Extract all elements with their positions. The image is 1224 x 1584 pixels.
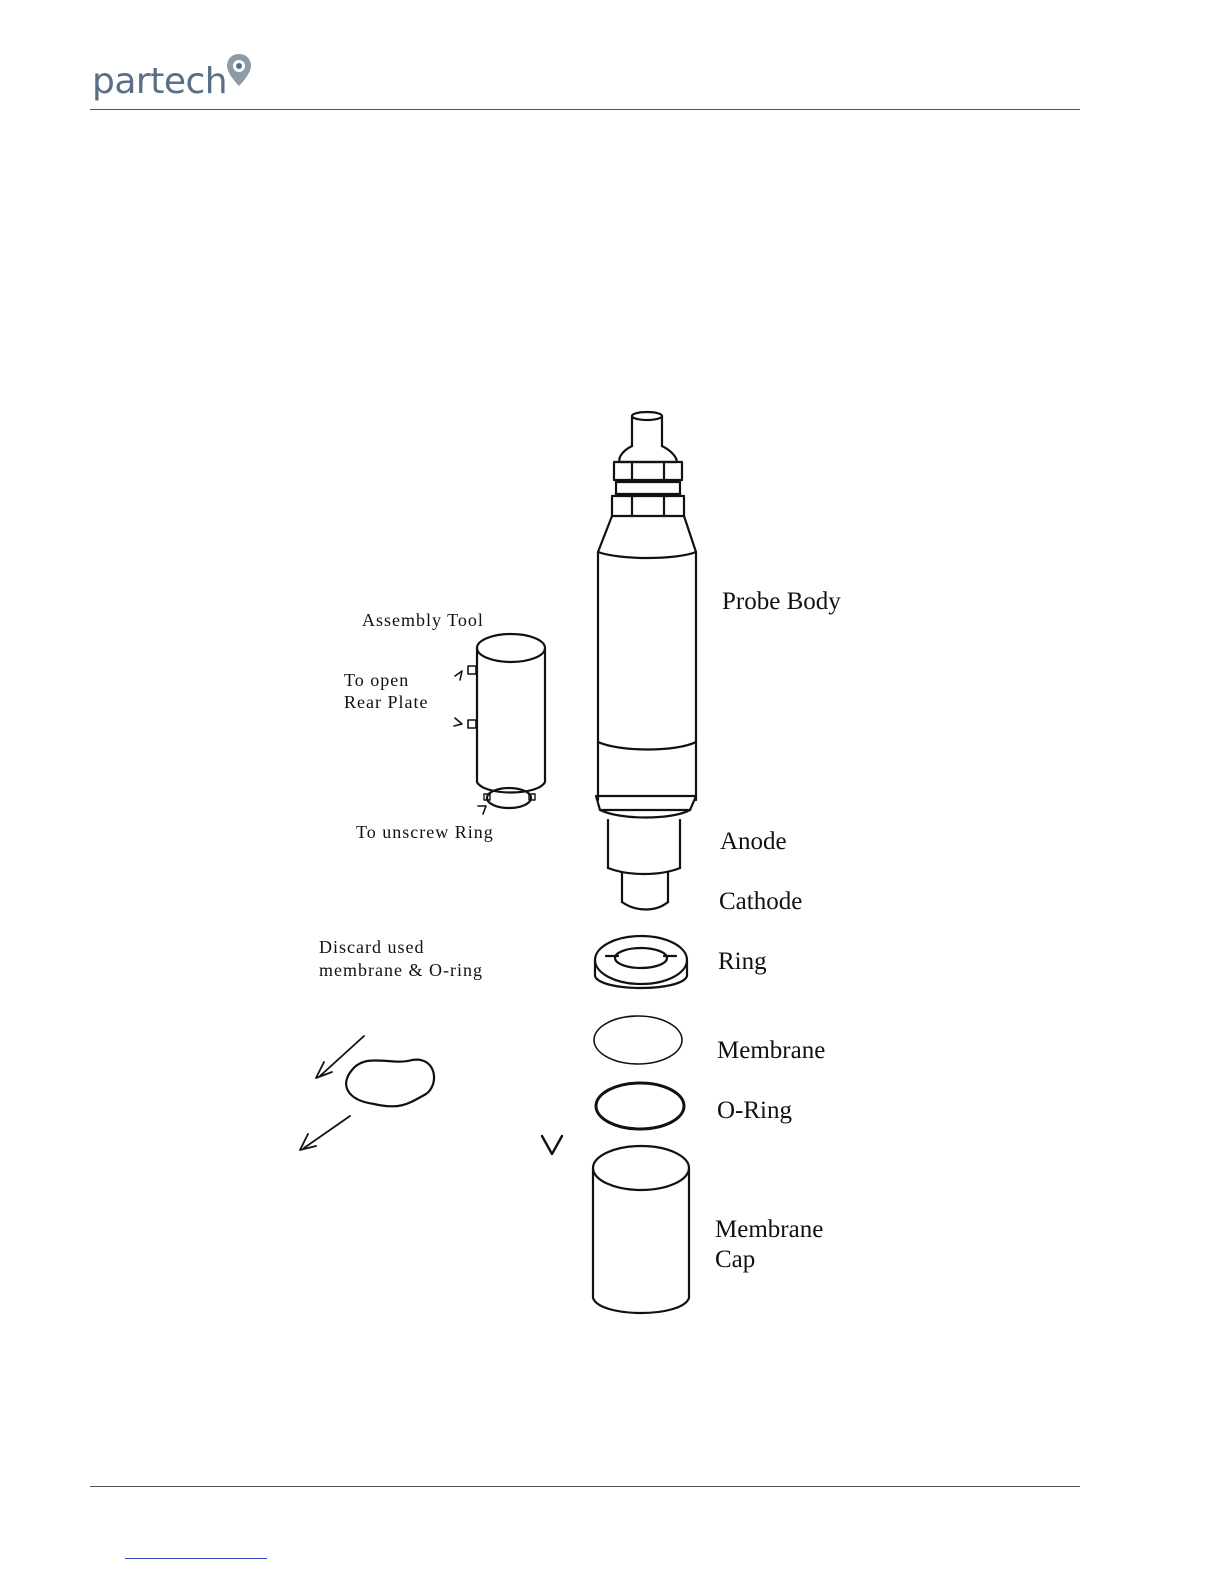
cathode xyxy=(622,872,668,910)
label-discard-line2: membrane & O-ring xyxy=(319,960,483,981)
cable xyxy=(632,412,662,446)
membrane xyxy=(594,1016,682,1064)
label-anode: Anode xyxy=(720,828,787,857)
footer-divider xyxy=(90,1486,1080,1487)
label-cathode: Cathode xyxy=(719,888,802,917)
label-membrane: Membrane xyxy=(717,1037,825,1066)
label-assembly-tool: Assembly Tool xyxy=(362,610,484,631)
label-membrane-cap-line1: Membrane xyxy=(715,1216,823,1245)
label-o-ring: O-Ring xyxy=(717,1097,792,1126)
label-membrane-cap-line2: Cap xyxy=(715,1246,755,1275)
discard-arrows xyxy=(300,1036,364,1150)
cable-gland xyxy=(612,446,684,516)
footer-link-underline[interactable] xyxy=(125,1558,267,1559)
membrane-cap xyxy=(593,1146,689,1313)
discarded-membrane xyxy=(346,1060,434,1107)
anode xyxy=(608,820,680,874)
direction-arrowhead xyxy=(542,1136,562,1154)
label-probe-body: Probe Body xyxy=(722,588,841,617)
label-ring: Ring xyxy=(718,948,767,977)
label-discard-line1: Discard used xyxy=(319,937,424,958)
ring xyxy=(595,936,687,988)
label-to-unscrew: To unscrew Ring xyxy=(356,822,494,843)
o-ring xyxy=(596,1083,684,1129)
label-to-open-line2: Rear Plate xyxy=(344,692,428,713)
label-to-open-line1: To open xyxy=(344,670,409,691)
assembly-tool xyxy=(454,634,545,814)
probe-body xyxy=(596,516,696,818)
